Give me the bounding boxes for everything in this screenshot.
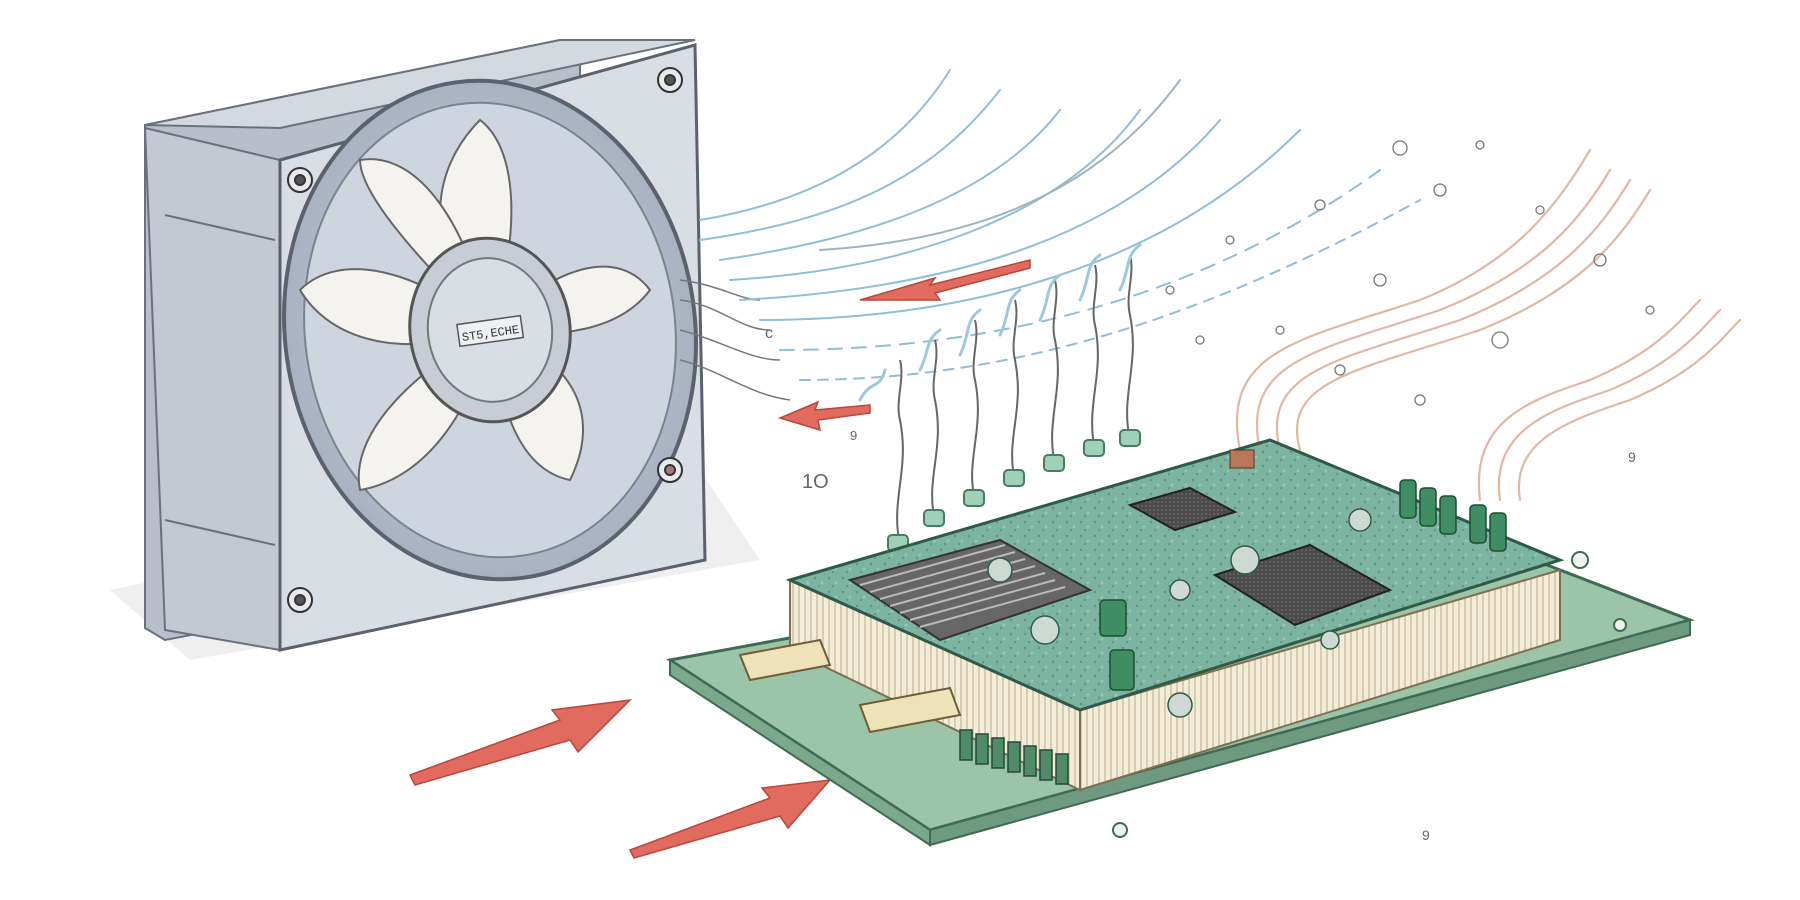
fan-screws (287, 67, 683, 613)
air-bubbles (1165, 140, 1655, 406)
heatsink (847, 538, 1093, 642)
airflow-arrows (408, 259, 1031, 859)
annotation-9-bottom: 9 (1422, 827, 1430, 843)
annotation-10: 1O (802, 471, 829, 493)
annotations: c 9 1O 9 9 (765, 325, 1636, 843)
cool-airflow-lines (699, 69, 1421, 381)
annotation-c: c (765, 325, 773, 342)
warm-airflow-lines (1235, 148, 1742, 502)
annotation-9-right: 9 (1628, 449, 1636, 465)
heat-pipes (896, 254, 1134, 546)
heat-pipe-steam (858, 243, 1142, 402)
capacitors (1099, 479, 1507, 691)
pin-header (959, 729, 1069, 785)
heat-pipe-caps (887, 429, 1141, 552)
annotation-9-small: 9 (850, 428, 857, 443)
circuit-board-assembly (666, 438, 1695, 847)
memory-chip (1127, 486, 1238, 532)
io-ports (738, 638, 962, 734)
small-component (1229, 449, 1255, 469)
cooling-fan: ST5,ECHE (143, 38, 791, 652)
